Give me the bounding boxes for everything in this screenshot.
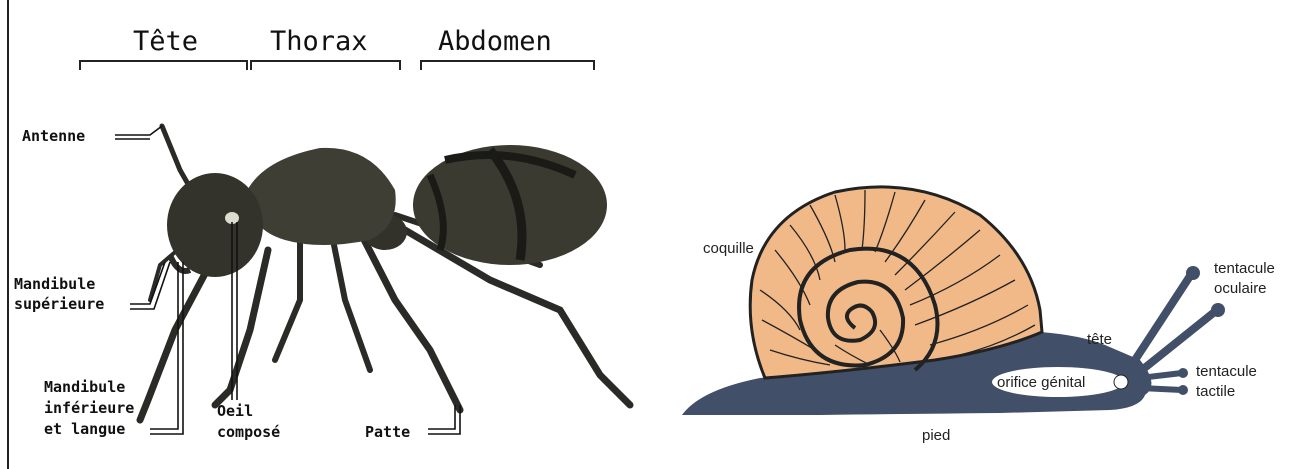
- label-upper-mandible-2: supérieure: [14, 295, 104, 313]
- label-foot: pied: [922, 427, 950, 444]
- label-shell: coquille: [703, 240, 754, 257]
- tactile-tentacle-tip-1: [1178, 368, 1188, 378]
- label-upper-mandible-1: Mandibule: [14, 275, 95, 293]
- ant-illustration: [140, 126, 630, 420]
- label-ocular-tentacle-1: tentacule: [1214, 260, 1275, 277]
- label-tactile-tentacle-2: tactile: [1196, 383, 1235, 400]
- snail-diagram: orifice génital coquille tête tentacule …: [682, 187, 1275, 444]
- segment-head-title: Tête: [133, 26, 198, 57]
- segment-brackets: [80, 61, 594, 70]
- segment-abdomen-title: Abdomen: [438, 26, 552, 57]
- ocular-tentacle-tip-1: [1186, 266, 1200, 280]
- genital-orifice: [1114, 375, 1128, 389]
- ant-thorax: [245, 148, 396, 245]
- label-lower-mandible-3: et langue: [44, 420, 125, 438]
- label-lower-mandible-2: inférieure: [44, 399, 134, 417]
- label-antenna: Antenne: [22, 127, 85, 145]
- label-leg: Patte: [365, 423, 410, 441]
- snail-ocular-tentacles: [1135, 273, 1217, 370]
- tactile-tentacle-tip-2: [1178, 385, 1188, 395]
- ant-head: [167, 173, 263, 277]
- label-eye-2: composé: [217, 423, 280, 441]
- label-eye-1: Oeil: [217, 402, 253, 420]
- label-snail-head: tête: [1087, 331, 1112, 348]
- label-genital-orifice: orifice génital: [997, 374, 1085, 391]
- label-lower-mandible-1: Mandibule: [44, 378, 125, 396]
- ant-diagram: Tête Thorax Abdomen: [14, 26, 630, 441]
- segment-thorax-title: Thorax: [270, 26, 368, 57]
- label-ocular-tentacle-2: oculaire: [1214, 280, 1267, 297]
- ocular-tentacle-tip-2: [1211, 303, 1225, 317]
- label-tactile-tentacle-1: tentacule: [1196, 363, 1257, 380]
